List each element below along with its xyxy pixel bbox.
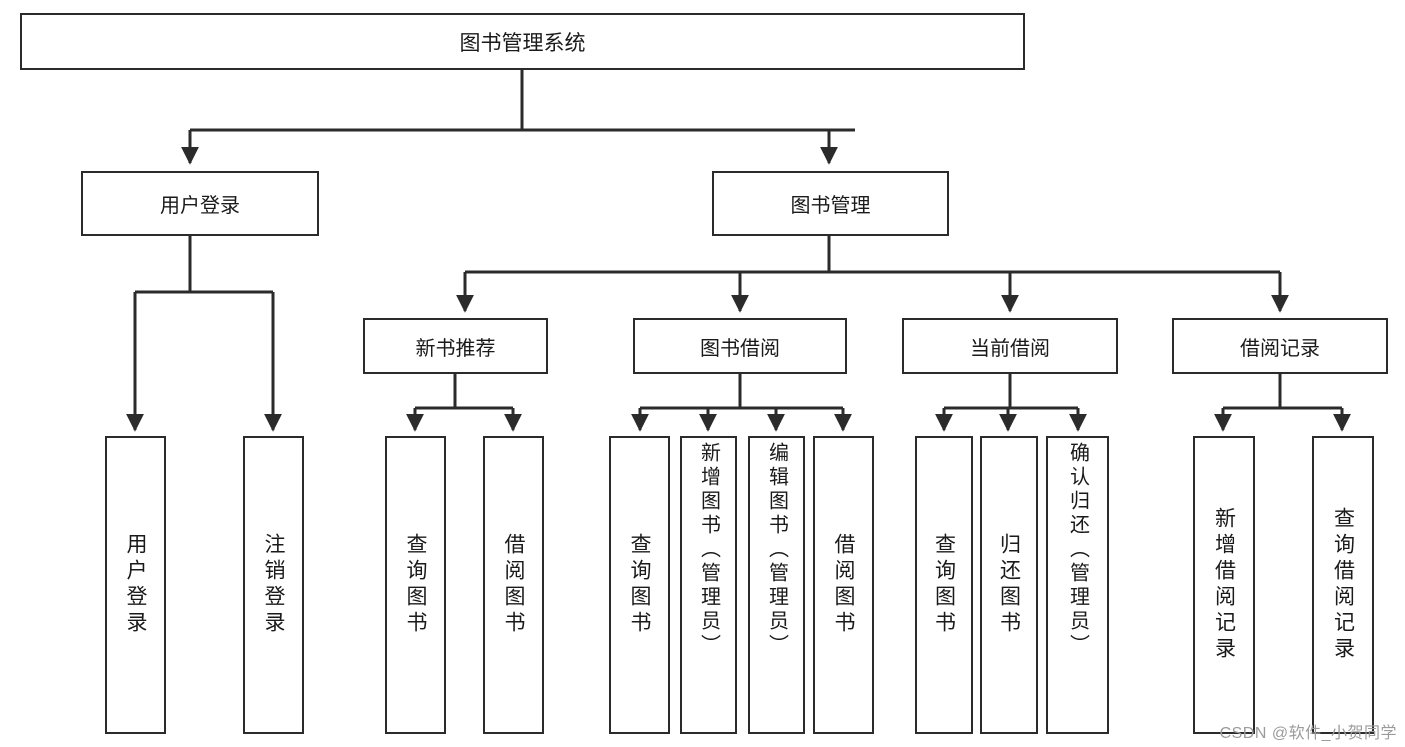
node-label: 当前借阅 — [970, 337, 1050, 360]
leaf-label: 新增借阅记录 — [1212, 507, 1236, 663]
leaf-label: 查询借阅记录 — [1331, 507, 1355, 663]
leaf-label: 编辑图书（管理员） — [765, 442, 788, 658]
leaf-logout[interactable]: 注销登录 — [243, 436, 304, 734]
leaf-label: 借阅图书 — [502, 533, 525, 637]
leaf-query-book-1[interactable]: 查询图书 — [385, 436, 446, 734]
leaf-edit-book[interactable]: 编辑图书（管理员） — [748, 436, 805, 734]
leaf-label: 用户登录 — [124, 533, 147, 637]
node-label: 图书管理 — [790, 195, 871, 217]
leaf-query-book-3[interactable]: 查询图书 — [915, 436, 973, 734]
node-book-management[interactable]: 图书管理 — [712, 171, 949, 236]
node-borrow-record[interactable]: 借阅记录 — [1172, 318, 1388, 374]
csdn-watermark: CSDN @软件_小贺同学 — [1219, 725, 1397, 742]
node-label: 新书推荐 — [415, 337, 496, 360]
leaf-label: 查询图书 — [628, 533, 651, 637]
leaf-label: 注销登录 — [262, 533, 285, 637]
leaf-label: 确认归还（管理员） — [1066, 442, 1089, 658]
leaf-user-login[interactable]: 用户登录 — [105, 436, 166, 734]
node-user-login[interactable]: 用户登录 — [81, 171, 319, 236]
leaf-query-record[interactable]: 查询借阅记录 — [1312, 436, 1374, 734]
leaf-label: 查询图书 — [932, 533, 956, 637]
node-book-borrow[interactable]: 图书借阅 — [633, 318, 847, 374]
leaf-query-book-2[interactable]: 查询图书 — [609, 436, 670, 734]
leaf-add-record[interactable]: 新增借阅记录 — [1193, 436, 1255, 734]
node-label: 图书管理系统 — [459, 31, 586, 55]
leaf-label: 查询图书 — [404, 533, 427, 637]
leaf-add-book[interactable]: 新增图书（管理员） — [680, 436, 737, 734]
node-new-book-recommend[interactable]: 新书推荐 — [363, 318, 548, 374]
leaf-label: 新增图书（管理员） — [697, 442, 720, 658]
leaf-label: 借阅图书 — [832, 533, 855, 637]
leaf-label: 归还图书 — [997, 533, 1021, 637]
leaf-confirm-return[interactable]: 确认归还（管理员） — [1046, 436, 1109, 734]
node-current-borrow[interactable]: 当前借阅 — [902, 318, 1118, 374]
leaf-borrow-book-2[interactable]: 借阅图书 — [813, 436, 874, 734]
node-root-book-management-system[interactable]: 图书管理系统 — [20, 13, 1025, 70]
node-label: 用户登录 — [160, 195, 240, 217]
leaf-return-book[interactable]: 归还图书 — [980, 436, 1038, 734]
node-label: 图书借阅 — [700, 337, 780, 360]
leaf-borrow-book-1[interactable]: 借阅图书 — [483, 436, 544, 734]
node-label: 借阅记录 — [1240, 337, 1320, 360]
